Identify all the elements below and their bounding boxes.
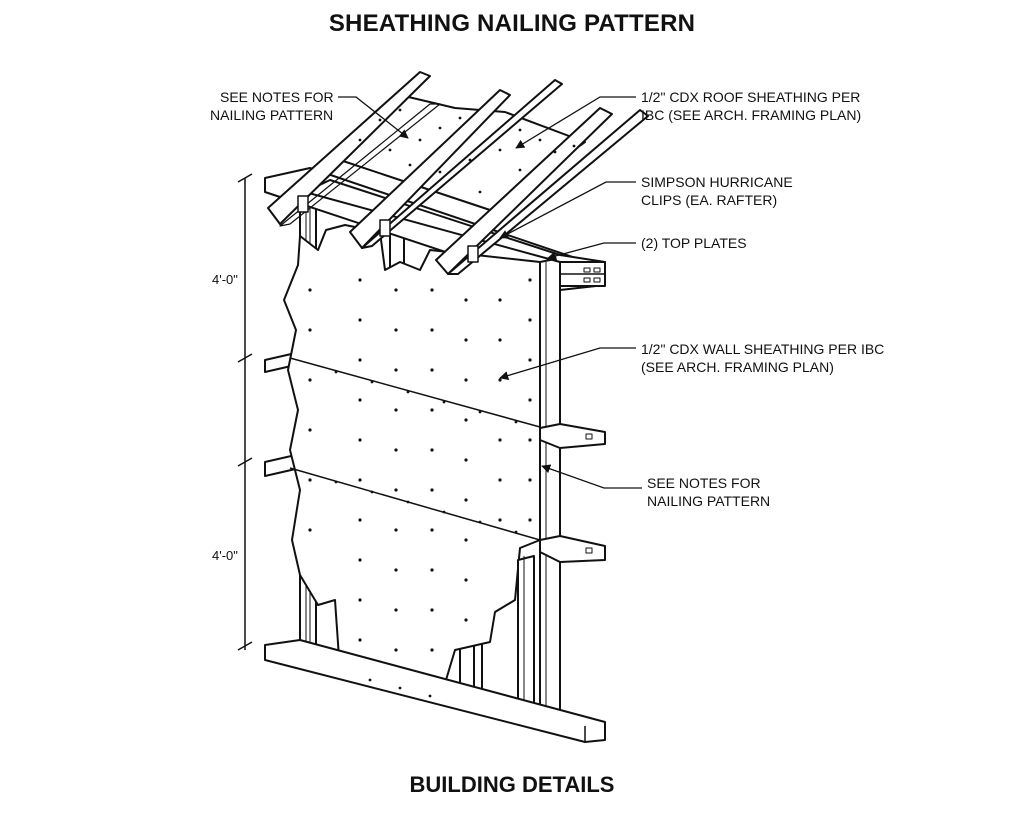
callout-hurricane-clips-line2: CLIPS (EA. RAFTER) [641,192,778,208]
leader-wall-sheathing [499,347,636,381]
callout-hurricane-clips: SIMPSON HURRICANE CLIPS (EA. RAFTER) [641,173,793,209]
diagram-title: SHEATHING NAILING PATTERN [328,10,696,37]
rafters [267,71,649,275]
callout-wall-sheathing: 1/2" CDX WALL SHEATHING PER IBC (SEE ARC… [641,340,884,376]
top-plates [304,179,606,287]
callout-roof-sheathing-line2: IBC (SEE ARCH. FRAMING PLAN) [641,107,862,123]
leader-hurricane-clips [499,181,636,239]
callout-top-plates-line1: (2) TOP PLATES [641,235,747,251]
callout-wall-nailing-line2: NAILING PATTERN [647,493,771,509]
leader-top-plates [547,242,636,261]
dimension-lines [237,173,253,651]
callout-roof-sheathing-line1: 1/2" CDX ROOF SHEATHING PER [641,89,861,105]
wall-sheathing-panel [283,224,541,701]
callout-roof-nailing-line2: NAILING PATTERN [210,107,334,123]
leader-wall-nailing [541,464,642,489]
callout-top-plates: (2) TOP PLATES [641,234,747,252]
right-blocking [539,423,606,563]
nail-dots [308,108,576,698]
callout-roof-nailing-line1: SEE NOTES FOR [220,89,334,105]
callout-hurricane-clips-line1: SIMPSON HURRICANE [641,174,793,190]
callout-wall-sheathing-line1: 1/2" CDX WALL SHEATHING PER IBC [641,341,885,357]
leader-roof-nailing [338,96,409,139]
diagram-subtitle: BUILDING DETAILS [409,772,615,797]
bottom-plate [264,639,606,743]
dimension-upper: 4'-0" [212,272,238,287]
callout-wall-nailing-line1: SEE NOTES FOR [647,475,761,491]
callout-roof-sheathing: 1/2" CDX ROOF SHEATHING PER IBC (SEE ARC… [641,88,861,124]
hurricane-clips [297,195,479,263]
callout-roof-nailing: SEE NOTES FOR NAILING PATTERN [210,88,334,124]
callout-wall-nailing: SEE NOTES FOR NAILING PATTERN [647,474,770,510]
callout-wall-sheathing-line2: (SEE ARCH. FRAMING PLAN) [641,359,834,375]
leader-roof-sheathing [515,96,636,149]
dimension-lower: 4'-0" [212,548,238,563]
